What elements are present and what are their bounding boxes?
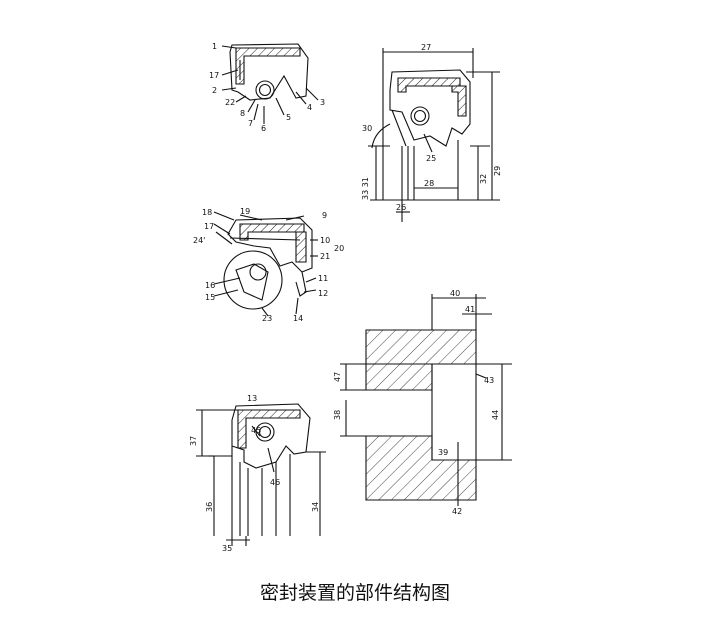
figure-5-seal-assembly — [196, 403, 326, 546]
fig5-label-34: 34 — [311, 502, 320, 512]
fig4-label-40: 40 — [450, 289, 460, 298]
fig4-label-47: 47 — [333, 372, 342, 382]
fig1-label-2: 2 — [212, 86, 217, 95]
fig2-label-25: 25 — [426, 154, 436, 163]
fig3-label-12: 12 — [318, 289, 328, 298]
fig1-label-8: 8 — [240, 109, 245, 118]
fig1-label-6: 6 — [261, 124, 266, 133]
fig3-label-15: 15 — [205, 293, 215, 302]
figure-2-labels: 27 30 25 28 26 33 31 32 29 — [361, 43, 502, 212]
fig3-label-19: 19 — [240, 207, 250, 216]
fig3-label-14: 14 — [293, 314, 303, 323]
figure-3-labels: 18 19 9 17 24' 10 20 21 16 15 11 12 23 1… — [193, 207, 344, 323]
fig1-label-4: 4 — [307, 103, 312, 112]
fig3-label-24: 24' — [193, 236, 205, 245]
fig2-label-27: 27 — [421, 43, 431, 52]
fig2-label-32: 32 — [479, 174, 488, 184]
fig1-label-7: 7 — [248, 119, 253, 128]
fig1-label-3: 3 — [320, 98, 325, 107]
fig3-label-10: 10 — [320, 236, 330, 245]
fig2-label-28: 28 — [424, 179, 434, 188]
figure-4-labels: 40 41 43 47 38 44 39 42 — [333, 289, 500, 516]
fig4-label-43: 43 — [484, 376, 494, 385]
fig4-label-44: 44 — [491, 410, 500, 420]
fig5-label-37: 37 — [189, 436, 198, 446]
fig1-label-22: 22 — [225, 98, 235, 107]
fig3-label-23: 23 — [262, 314, 272, 323]
fig5-label-13: 13 — [247, 394, 257, 403]
figure-4-housing-bore — [340, 294, 512, 506]
fig1-label-5: 5 — [286, 113, 291, 122]
fig4-label-39: 39 — [438, 448, 448, 457]
figure-5-labels: 13 45 46 37 36 34 35 — [189, 394, 320, 553]
fig4-label-42: 42 — [452, 507, 462, 516]
fig4-label-41: 41 — [465, 305, 475, 314]
fig2-label-26: 26 — [396, 203, 406, 212]
fig5-label-35: 35 — [222, 544, 232, 553]
figure-1-labels: 1 17 2 22 8 7 6 5 4 3 — [209, 42, 325, 133]
fig3-label-17: 17 — [204, 222, 214, 231]
fig3-label-9: 9 — [322, 211, 327, 220]
fig5-label-36: 36 — [205, 502, 214, 512]
fig2-label-33-31: 33 31 — [361, 177, 370, 200]
figure-1-seal-section — [221, 43, 319, 124]
fig3-label-20: 20 — [334, 244, 344, 253]
fig2-label-29: 29 — [493, 166, 502, 176]
fig4-label-38: 38 — [333, 410, 342, 420]
fig1-label-17: 17 — [209, 71, 219, 80]
fig3-label-18: 18 — [202, 208, 212, 217]
fig1-label-1: 1 — [212, 42, 217, 51]
fig5-label-46: 46 — [270, 478, 280, 487]
fig5-label-45: 45 — [251, 426, 261, 435]
figure-caption: 密封装置的部件结构图 — [259, 582, 450, 604]
fig3-label-16: 16 — [205, 281, 215, 290]
figure-3-seal-on-shaft — [213, 211, 318, 317]
fig3-label-11: 11 — [318, 274, 328, 283]
fig3-label-21: 21 — [320, 252, 330, 261]
figure-2-seal-dimensions — [368, 48, 500, 222]
fig2-label-30: 30 — [362, 124, 372, 133]
